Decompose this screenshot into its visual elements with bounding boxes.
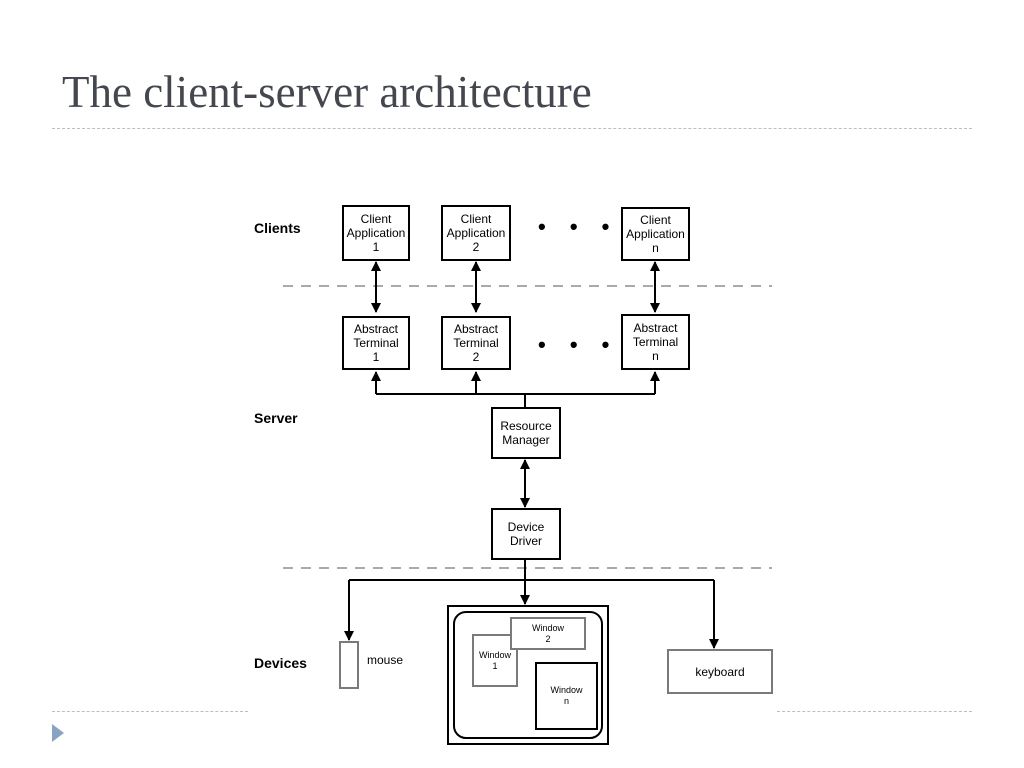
window-2: Window 2 bbox=[510, 617, 586, 650]
devices-layer-label: Devices bbox=[254, 655, 307, 671]
device-driver: Device Driver bbox=[491, 508, 561, 560]
client-application-n: Client Application n bbox=[621, 207, 690, 261]
client-application-2: Client Application 2 bbox=[441, 205, 511, 261]
display-screen bbox=[453, 611, 603, 739]
title-divider bbox=[52, 128, 972, 129]
clients-ellipsis: • • • bbox=[538, 214, 619, 239]
footer-rule-right bbox=[777, 711, 972, 712]
mouse-device bbox=[339, 641, 359, 689]
keyboard-device: keyboard bbox=[667, 649, 773, 694]
abstract-terminal-2: Abstract Terminal 2 bbox=[441, 316, 511, 370]
resource-manager: Resource Manager bbox=[491, 407, 561, 459]
slide-title: The client-server architecture bbox=[62, 67, 592, 117]
window-n: Window n bbox=[535, 662, 598, 730]
display-outer bbox=[447, 605, 609, 745]
server-layer-label: Server bbox=[254, 410, 298, 426]
clients-layer-label: Clients bbox=[254, 220, 301, 236]
footer-rule-left bbox=[52, 711, 248, 712]
mouse-label: mouse bbox=[367, 653, 404, 667]
client-application-1: Client Application 1 bbox=[342, 205, 410, 261]
slide-bullet-icon bbox=[52, 724, 64, 742]
abstract-terminal-1: Abstract Terminal 1 bbox=[342, 316, 410, 370]
terminals-ellipsis: • • • bbox=[538, 332, 619, 357]
abstract-terminal-n: Abstract Terminal n bbox=[621, 314, 690, 370]
